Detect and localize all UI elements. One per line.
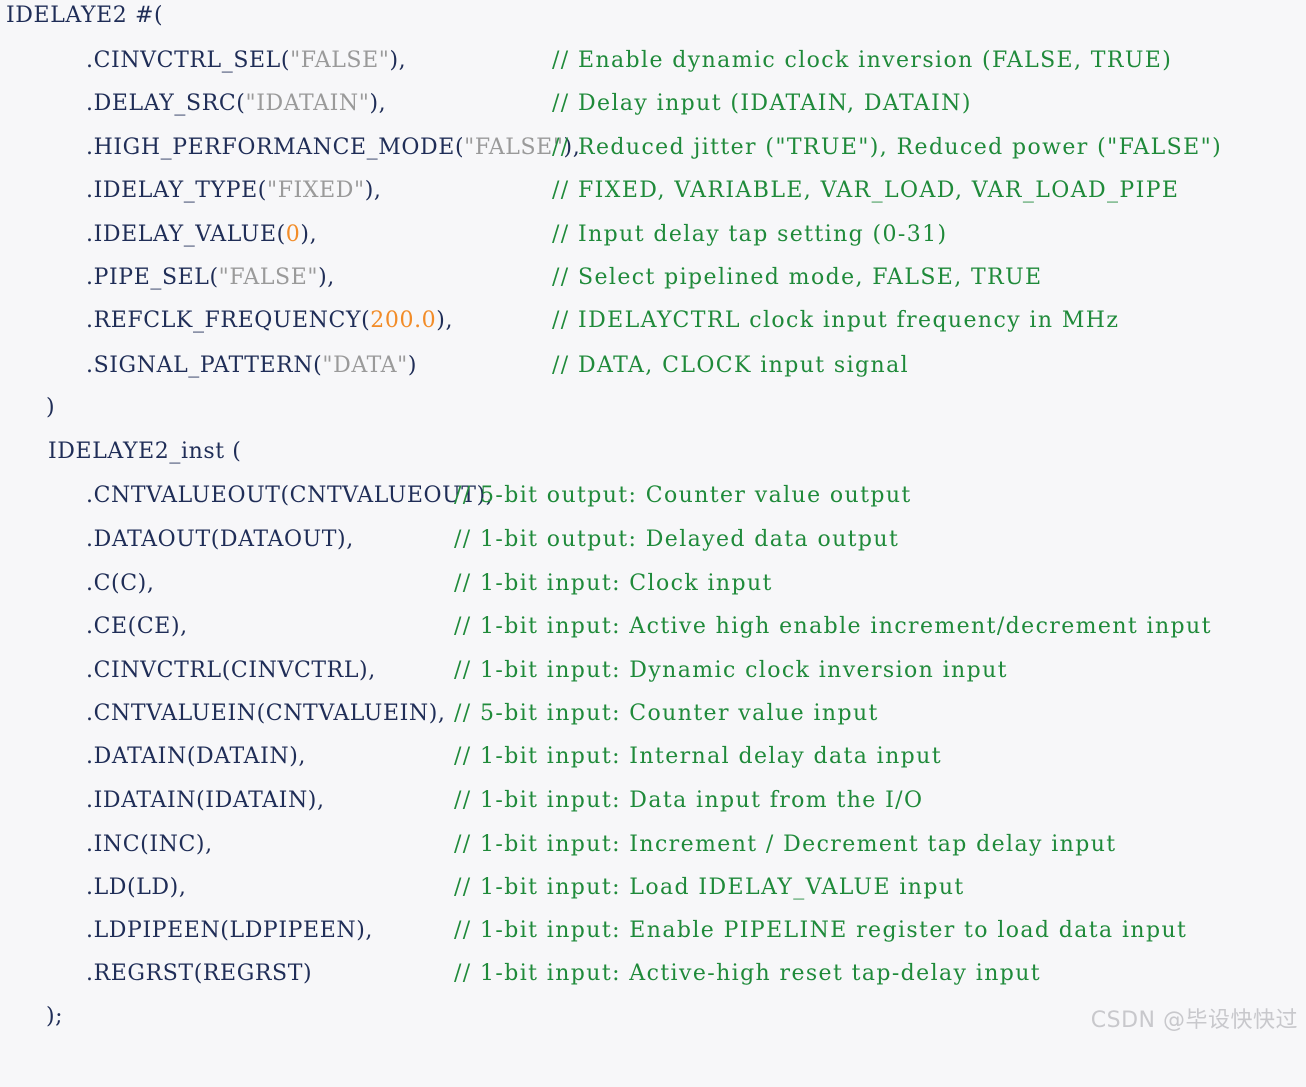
port-connection: .LD(LD), [86, 875, 187, 900]
parameter-tail: ), [389, 48, 407, 73]
parameter-comment: // FIXED, VARIABLE, VAR_LOAD, VAR_LOAD_P… [552, 178, 1180, 203]
params-close: ) [46, 395, 56, 420]
parameter-tail: ), [300, 222, 318, 247]
code-line-inst-header: IDELAYE2_inst ( [0, 438, 241, 466]
parameter-code: .REFCLK_FREQUENCY(200.0), [86, 307, 453, 335]
parameter-name: .HIGH_PERFORMANCE_MODE( [86, 135, 465, 160]
parameter-value: 0 [285, 222, 301, 247]
port-comment: // 1-bit input: Active high enable incre… [454, 614, 1212, 639]
parameter-value: "DATA" [322, 353, 408, 378]
parameter-tail: ), [436, 308, 454, 333]
parameter-tail: ) [407, 353, 418, 378]
port-connection: .C(C), [86, 571, 155, 596]
port-connection: .DATAIN(DATAIN), [86, 744, 306, 769]
parameter-comment: // DATA, CLOCK input signal [552, 353, 910, 378]
parameter-comment: // Delay input (IDATAIN, DATAIN) [552, 91, 972, 116]
parameter-tail: ), [318, 265, 335, 290]
code-line-header: IDELAYE2 #( [0, 2, 163, 30]
parameter-tail: ), [364, 178, 382, 203]
code-line-close: ); [0, 1003, 63, 1031]
port-connection: .LDPIPEEN(LDPIPEEN), [86, 918, 373, 943]
port-comment: // 1-bit input: Enable PIPELINE register… [454, 918, 1188, 943]
parameter-comment: // Reduced jitter ("TRUE"), Reduced powe… [552, 135, 1223, 160]
instance-close: ); [46, 1004, 64, 1029]
watermark: CSDN @毕设快快过 [1090, 1008, 1298, 1033]
parameter-value: "IDATAIN" [245, 91, 370, 116]
parameter-name: .SIGNAL_PATTERN( [86, 353, 323, 378]
port-comment: // 1-bit input: Load IDELAY_VALUE input [454, 875, 965, 900]
port-connection: .CNTVALUEOUT(CNTVALUEOUT), [86, 483, 494, 508]
parameter-tail: ), [563, 135, 581, 160]
parameter-code: .CINVCTRL_SEL("FALSE"), [86, 47, 406, 75]
parameter-tail: ), [369, 91, 387, 116]
code-block: IDELAYE2 #( .CINVCTRL_SEL("FALSE"),// En… [0, 2, 1223, 1031]
parameter-comment: // Enable dynamic clock inversion (FALSE… [552, 48, 1173, 73]
port-comment: // 1-bit input: Internal delay data inpu… [454, 744, 942, 769]
port-connection: .CNTVALUEIN(CNTVALUEIN), [86, 701, 446, 726]
code-line-params-close: ) [0, 394, 55, 422]
parameter-value: "FALSE" [218, 265, 319, 290]
parameter-value: "FIXED" [266, 178, 365, 203]
parameter-code: .DELAY_SRC("IDATAIN"), [86, 90, 386, 118]
port-comment: // 1-bit input: Increment / Decrement ta… [454, 832, 1117, 857]
parameter-code: .IDELAY_VALUE(0), [86, 221, 317, 249]
parameter-code: .IDELAY_TYPE("FIXED"), [86, 177, 382, 205]
port-connection: .REGRST(REGRST) [86, 961, 313, 986]
instance-header: IDELAYE2_inst ( [48, 439, 242, 464]
port-comment: // 5-bit input: Counter value input [454, 701, 879, 726]
port-comment: // 5-bit output: Counter value output [454, 483, 912, 508]
port-connection: .DATAOUT(DATAOUT), [86, 527, 354, 552]
port-connection: .INC(INC), [86, 832, 213, 857]
parameter-value: "FALSE" [464, 135, 564, 160]
parameter-code: .PIPE_SEL("FALSE"), [86, 264, 335, 292]
port-connection: .CE(CE), [86, 614, 188, 639]
parameter-name: .IDELAY_TYPE( [86, 178, 267, 203]
port-comment: // 1-bit input: Clock input [454, 571, 773, 596]
parameter-name: .DELAY_SRC( [86, 91, 246, 116]
parameter-value: 200.0 [370, 308, 437, 333]
port-connection: .IDATAIN(IDATAIN), [86, 788, 325, 813]
parameter-code: .HIGH_PERFORMANCE_MODE("FALSE"), [86, 134, 580, 162]
parameter-name: .CINVCTRL_SEL( [86, 48, 291, 73]
parameter-code: .SIGNAL_PATTERN("DATA") [86, 352, 417, 380]
parameter-name: .PIPE_SEL( [86, 265, 219, 290]
port-comment: // 1-bit input: Active-high reset tap-de… [454, 961, 1042, 986]
parameter-value: "FALSE" [290, 48, 390, 73]
port-comment: // 1-bit input: Dynamic clock inversion … [454, 658, 1008, 683]
parameter-comment: // Input delay tap setting (0-31) [552, 222, 948, 247]
port-comment: // 1-bit input: Data input from the I/O [454, 788, 924, 813]
parameter-comment: // IDELAYCTRL clock input frequency in M… [552, 308, 1120, 333]
port-connection: .CINVCTRL(CINVCTRL), [86, 658, 376, 683]
port-comment: // 1-bit output: Delayed data output [454, 527, 900, 552]
parameter-name: .IDELAY_VALUE( [86, 222, 286, 247]
module-header: IDELAYE2 #( [6, 3, 164, 28]
parameter-name: .REFCLK_FREQUENCY( [86, 308, 371, 333]
parameter-comment: // Select pipelined mode, FALSE, TRUE [552, 265, 1043, 290]
